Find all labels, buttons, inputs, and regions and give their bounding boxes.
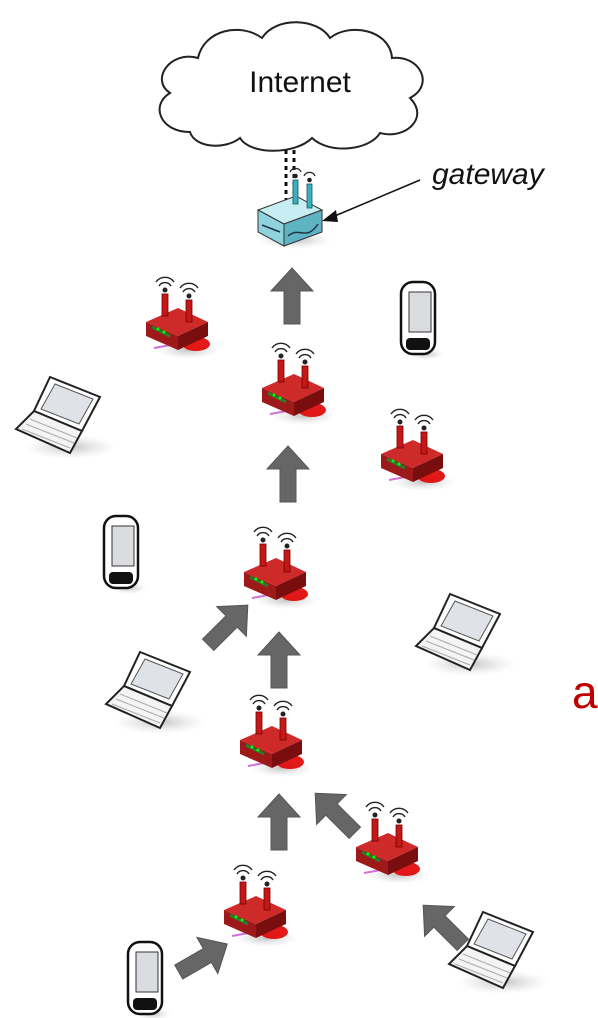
cloud-icon [158,21,424,152]
mesh-router-icon [238,693,316,779]
laptop-icon [415,593,517,677]
mesh-router-icon [222,863,300,949]
side-red-text: a [572,666,598,718]
arrow-icon [270,267,314,325]
mesh-router-icon [354,800,432,886]
mesh-router-icon [260,341,338,427]
gateway-router-icon [256,167,333,249]
arrow-icon [257,793,301,851]
mesh-router-icon [144,275,222,361]
laptop-icon [448,911,550,995]
arrow-icon [192,589,264,661]
internet-label: Internet [249,66,351,99]
gateway-pointer [329,179,421,219]
mesh-router-icon [242,525,320,611]
laptop-icon [105,651,207,735]
pda-icon [399,280,446,362]
pda-icon [126,940,173,1018]
arrow-icon [266,445,310,503]
mesh-router-icon [379,407,457,493]
laptop-icon [15,376,117,460]
pda-icon [102,514,149,596]
arrow-icon [299,777,371,849]
arrow-icon [167,925,239,991]
gateway-label: gateway [432,158,546,191]
arrow-icon [257,631,301,689]
